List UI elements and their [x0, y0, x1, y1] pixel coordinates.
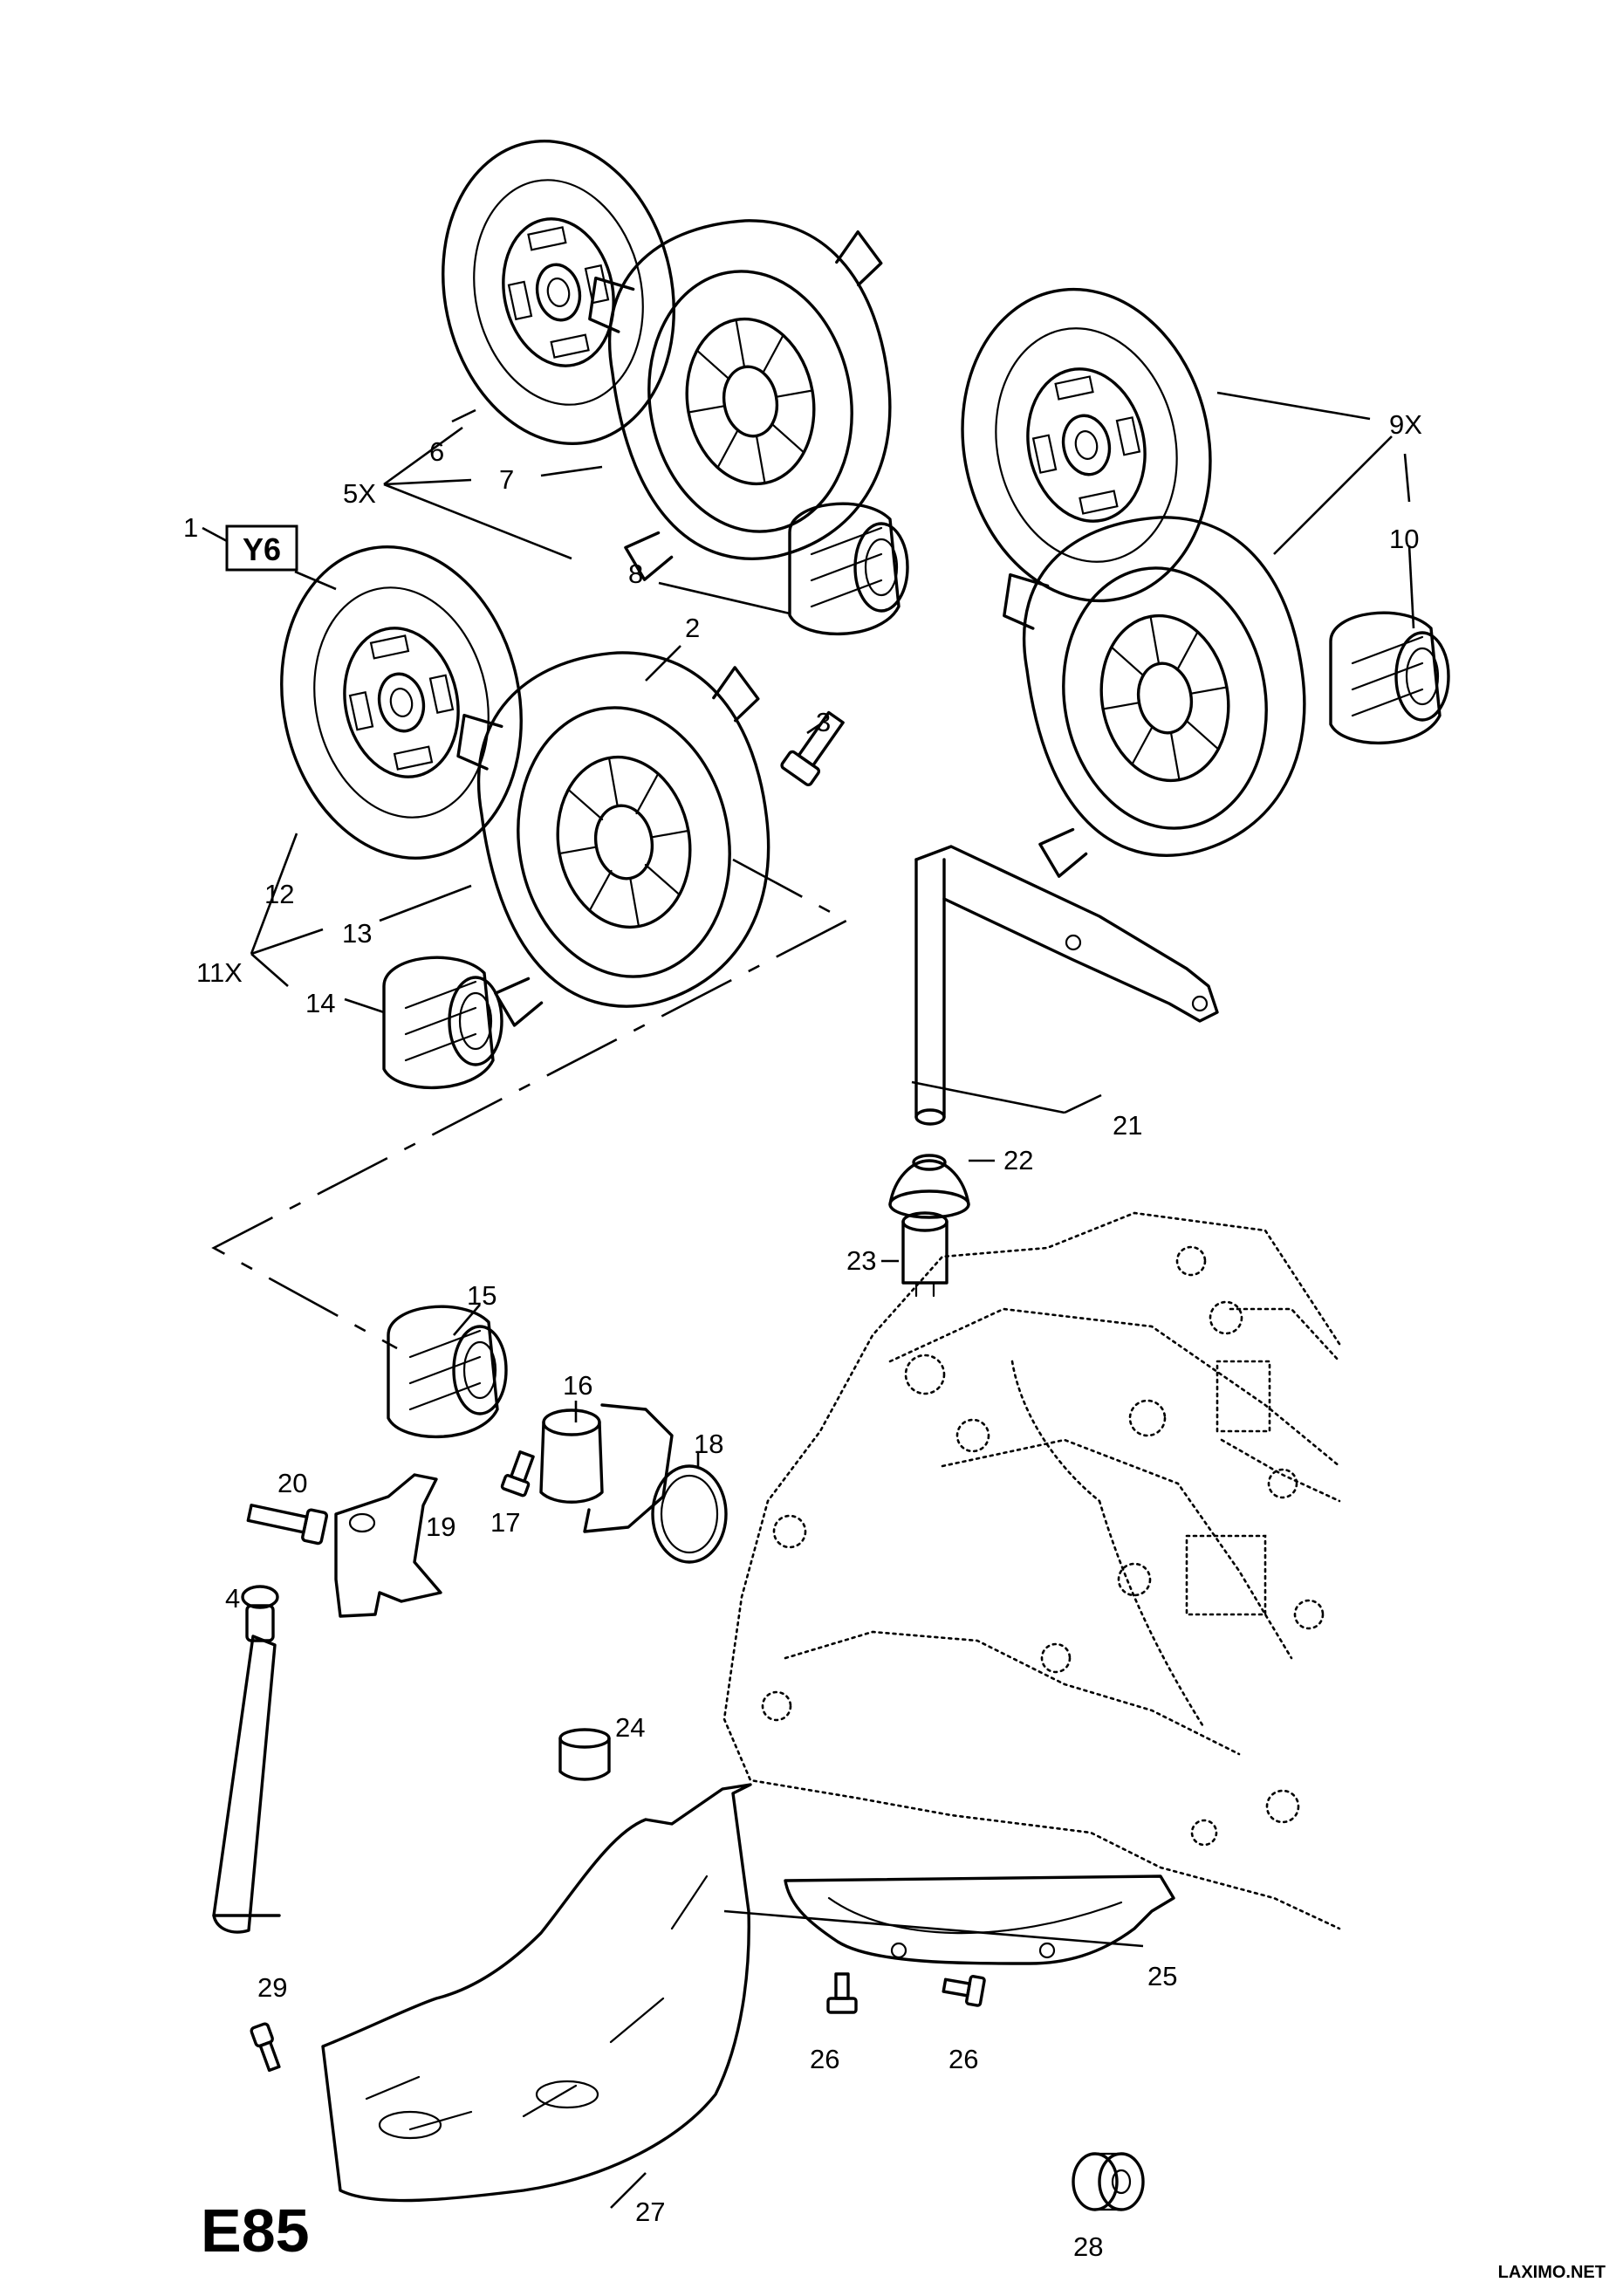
transmission-housing-outline: [722, 1211, 1341, 1930]
callout-labels: 1 2 3 4 5X 6 7 8 9X 10 11X 12 13 14 15 1…: [183, 409, 1422, 2262]
pressure-plate-part-9[interactable]: [988, 497, 1331, 879]
callout-23: 23: [846, 1245, 876, 1276]
callout-18: 18: [694, 1429, 723, 1459]
bolt-part-20[interactable]: [246, 1498, 328, 1546]
guide-sleeve-part-16[interactable]: [539, 1403, 674, 1533]
callout-26b: 26: [948, 2044, 978, 2074]
release-bearing-part-8[interactable]: [788, 502, 909, 636]
callout-22: 22: [1003, 1145, 1033, 1175]
callout-20: 20: [277, 1468, 307, 1498]
pressure-plate-part-13[interactable]: [441, 629, 807, 1031]
screw-part-29[interactable]: [250, 2022, 283, 2073]
callout-25: 25: [1147, 1961, 1177, 1991]
callout-1: 1: [183, 512, 198, 543]
release-bearing-part-14[interactable]: [382, 956, 503, 1090]
callout-17: 17: [490, 1507, 520, 1538]
clutch-disc-part-6[interactable]: [415, 120, 701, 465]
callout-14: 14: [305, 988, 335, 1018]
callout-12: 12: [264, 879, 294, 909]
release-shaft-part-21[interactable]: [914, 845, 1219, 1126]
credit-text: LAXIMO.NET: [1498, 2263, 1606, 2282]
callout-13: 13: [342, 918, 372, 949]
assembly-dashdot-line: [211, 858, 849, 1350]
callout-7: 7: [499, 464, 514, 495]
callout-2: 2: [685, 613, 700, 643]
callout-4: 4: [225, 1583, 240, 1614]
pressure-plate-part-7[interactable]: [573, 197, 928, 582]
variant-tag: Y6: [243, 531, 281, 567]
callout-28: 28: [1073, 2231, 1103, 2262]
diagram-code: E85: [201, 2197, 310, 2265]
callout-24: 24: [615, 1712, 645, 1743]
bolt-part-3[interactable]: [780, 708, 851, 787]
cover-plate-part-25[interactable]: [784, 1874, 1175, 1965]
callout-16: 16: [563, 1370, 592, 1401]
rubber-bush-part-28[interactable]: [1072, 2152, 1145, 2211]
callout-27: 27: [635, 2197, 665, 2227]
callout-9x: 9X: [1389, 409, 1422, 440]
callout-11x: 11X: [196, 957, 243, 988]
clutch-disc-part-12[interactable]: [254, 524, 550, 881]
callout-6: 6: [429, 436, 444, 467]
bushing-part-23[interactable]: [901, 1211, 948, 1298]
callout-5x: 5X: [343, 478, 376, 509]
clutch-disc-part-9[interactable]: [935, 266, 1239, 624]
seal-boot-part-22[interactable]: [888, 1154, 970, 1219]
callout-29: 29: [257, 1972, 287, 2003]
callout-8: 8: [628, 559, 643, 589]
lower-cover-part-27[interactable]: [321, 1783, 752, 2203]
release-bearing-part-10[interactable]: [1329, 611, 1450, 745]
bolt-part-17[interactable]: [500, 1450, 538, 1498]
variant-box: [225, 524, 298, 572]
callout-19: 19: [426, 1511, 455, 1542]
release-bearing-part-15[interactable]: [387, 1305, 508, 1439]
callout-15: 15: [467, 1280, 496, 1311]
bolt-part-26b[interactable]: [942, 1971, 986, 2007]
callout-3: 3: [816, 707, 831, 737]
leader-lines: [202, 391, 1415, 2209]
o-ring-part-18[interactable]: [651, 1464, 728, 1564]
release-fork-part-19[interactable]: [334, 1473, 442, 1618]
callout-21: 21: [1113, 1110, 1142, 1141]
callout-10: 10: [1389, 524, 1419, 554]
bushing-part-24[interactable]: [558, 1728, 611, 1781]
grease-tube-part-4[interactable]: [212, 1585, 281, 1934]
bolt-part-26a[interactable]: [826, 1972, 858, 2014]
callout-26a: 26: [810, 2044, 839, 2074]
